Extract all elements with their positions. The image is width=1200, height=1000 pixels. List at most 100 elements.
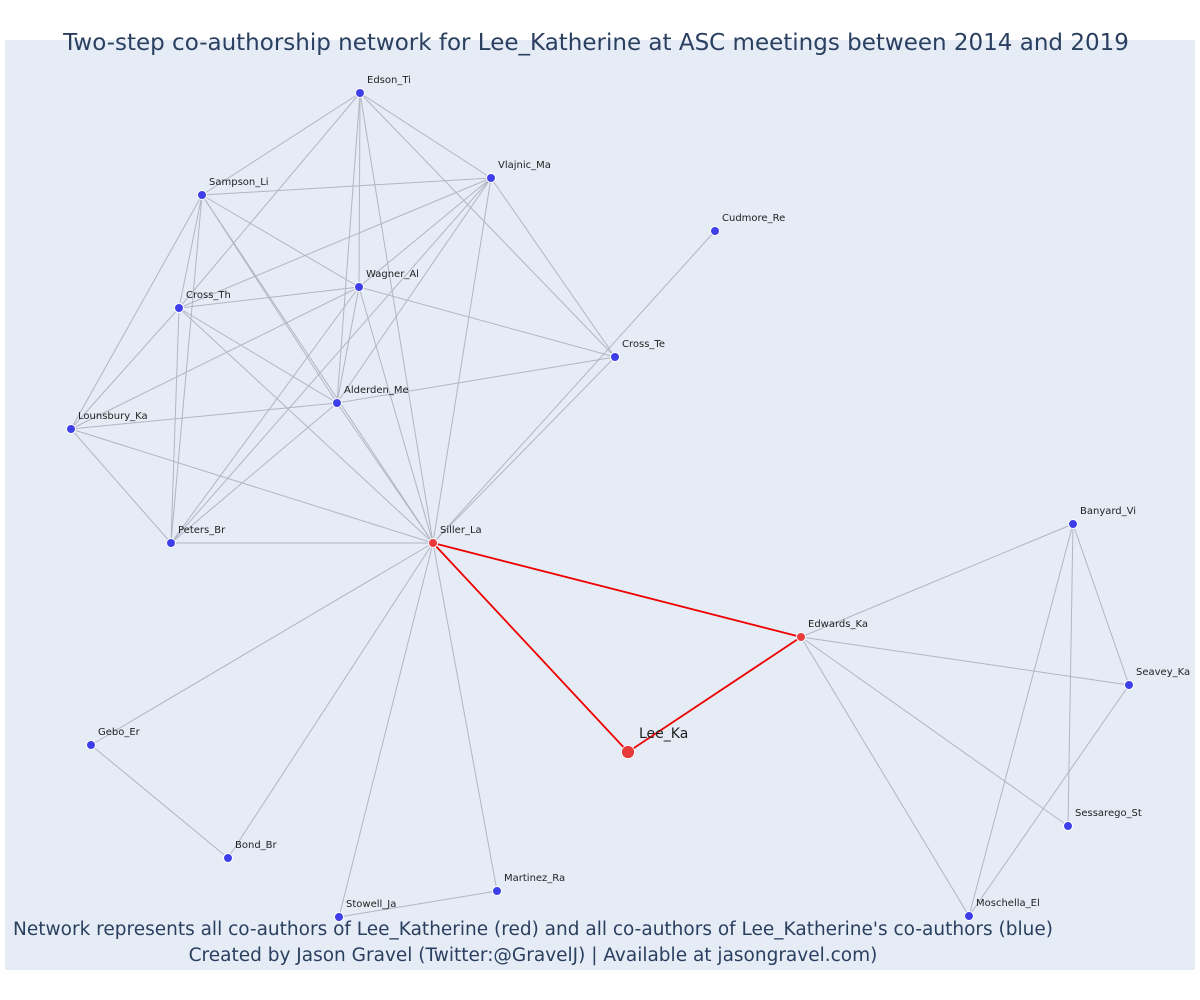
edge-Seavey_Ka-Moschella_El: [968, 684, 1130, 917]
edge-Wagner_Al-Alderden_Me: [336, 286, 360, 404]
edge-Edwards_Ka-Sessarego_St: [800, 636, 1069, 827]
edge-Edson_Ti-Wagner_Al: [358, 92, 361, 288]
edge-Banyard_Vi-Sessarego_St: [1067, 523, 1074, 827]
edge-Edwards_Ka-Moschella_El: [800, 636, 970, 917]
edge-Wagner_Al-Peters_Br: [170, 286, 360, 544]
node-layer: [66, 88, 1134, 922]
footer-line-credit: Created by Jason Gravel (Twitter:@Gravel…: [188, 945, 878, 966]
edge-Wagner_Al-Lounsbury_Ka: [70, 286, 360, 430]
node-label-Edson_Ti: Edson_Ti: [367, 75, 411, 86]
edge-Edwards_Ka-Seavey_Ka: [800, 636, 1130, 686]
edge-Vlajnic_Ma-Siller_La: [432, 177, 492, 544]
edge-Siller_La-Stowell_Ja: [338, 542, 434, 918]
node-label-Lounsbury_Ka: Lounsbury_Ka: [78, 411, 148, 422]
node-Seavey_Ka[interactable]: [1124, 680, 1134, 690]
node-label-Sampson_Li: Sampson_Li: [209, 177, 269, 188]
edge-Siller_La-Cross_Te: [432, 356, 616, 544]
edge-Alderden_Me-Cross_Te: [336, 356, 616, 404]
edge-Sampson_Li-Lounsbury_Ka: [70, 194, 203, 430]
edge-Edson_Ti-Alderden_Me: [336, 92, 361, 404]
node-Sessarego_St[interactable]: [1063, 821, 1073, 831]
edge-Siller_La-Cudmore_Re: [432, 230, 716, 544]
edge-Edson_Ti-Cross_Th: [178, 92, 361, 309]
node-label-Seavey_Ka: Seavey_Ka: [1136, 667, 1190, 678]
edge-layer: [70, 92, 1130, 918]
node-label-Alderden_Me: Alderden_Me: [344, 385, 409, 396]
edge-Edson_Ti-Siller_La: [359, 92, 434, 544]
node-label-Vlajnic_Ma: Vlajnic_Ma: [498, 160, 551, 171]
edge-Vlajnic_Ma-Cross_Te: [490, 177, 616, 358]
footer-caption: Network represents all co-authors of Lee…: [0, 917, 1066, 969]
edge-Lee_Ka-Edwards_Ka: [627, 636, 802, 753]
node-Stowell_Ja[interactable]: [334, 912, 344, 922]
node-label-Cudmore_Re: Cudmore_Re: [722, 213, 785, 224]
edge-Edson_Ti-Vlajnic_Ma: [359, 92, 492, 179]
node-label-Stowell_Ja: Stowell_Ja: [346, 899, 396, 910]
edge-Wagner_Al-Siller_La: [358, 286, 434, 544]
node-Cross_Te[interactable]: [610, 352, 620, 362]
edge-Vlajnic_Ma-Alderden_Me: [336, 177, 492, 404]
edge-Lounsbury_Ka-Peters_Br: [70, 428, 172, 544]
node-Wagner_Al[interactable]: [354, 282, 364, 292]
edge-Siller_La-Gebo_Er: [90, 542, 434, 746]
edge-Banyard_Vi-Seavey_Ka: [1072, 523, 1130, 686]
node-Cross_Th[interactable]: [174, 303, 184, 313]
edge-Alderden_Me-Siller_La: [336, 402, 434, 544]
edge-Lee_Ka-Siller_La: [432, 542, 629, 753]
edge-Cross_Th-Lounsbury_Ka: [70, 307, 180, 430]
edge-Wagner_Al-Cross_Te: [358, 286, 616, 358]
node-label-Martinez_Ra: Martinez_Ra: [504, 873, 565, 884]
edge-Sampson_Li-Cross_Th: [178, 194, 203, 309]
node-Martinez_Ra[interactable]: [492, 886, 502, 896]
node-label-Edwards_Ka: Edwards_Ka: [808, 619, 868, 630]
node-Bond_Br[interactable]: [223, 853, 233, 863]
edge-Vlajnic_Ma-Wagner_Al: [358, 177, 492, 288]
node-label-Wagner_Al: Wagner_Al: [366, 269, 419, 280]
node-Siller_La[interactable]: [428, 538, 438, 548]
node-Lounsbury_Ka[interactable]: [66, 424, 76, 434]
node-Sampson_Li[interactable]: [197, 190, 207, 200]
edge-Vlajnic_Ma-Cross_Th: [178, 177, 492, 309]
node-Edwards_Ka[interactable]: [796, 632, 806, 642]
node-Banyard_Vi[interactable]: [1068, 519, 1078, 529]
node-label-Banyard_Vi: Banyard_Vi: [1080, 506, 1136, 517]
edge-Edson_Ti-Sampson_Li: [201, 92, 361, 196]
node-label-Cross_Th: Cross_Th: [186, 290, 231, 301]
node-Lee_Ka[interactable]: [621, 745, 635, 759]
edge-Alderden_Me-Lounsbury_Ka: [70, 402, 338, 430]
edge-Siller_La-Bond_Br: [227, 542, 434, 859]
chart-title: Two-step co-authorship network for Lee_K…: [63, 30, 1129, 56]
edge-Sampson_Li-Peters_Br: [170, 194, 203, 544]
node-label-Gebo_Er: Gebo_Er: [98, 727, 141, 738]
edge-Siller_La-Edwards_Ka: [432, 542, 802, 638]
node-Alderden_Me[interactable]: [332, 398, 342, 408]
edge-Cross_Th-Wagner_Al: [178, 286, 360, 309]
node-Cudmore_Re[interactable]: [710, 226, 720, 236]
edge-Edson_Ti-Cross_Te: [359, 92, 616, 358]
edge-Edwards_Ka-Banyard_Vi: [800, 523, 1074, 638]
edge-Vlajnic_Ma-Sampson_Li: [201, 177, 492, 196]
node-label-Bond_Br: Bond_Br: [235, 840, 278, 851]
node-label-Cross_Te: Cross_Te: [622, 339, 665, 350]
edge-Lounsbury_Ka-Siller_La: [70, 428, 434, 544]
node-label-Lee_Ka: Lee_Ka: [639, 726, 688, 742]
node-Moschella_El[interactable]: [964, 911, 974, 921]
node-Edson_Ti[interactable]: [355, 88, 365, 98]
edge-Banyard_Vi-Moschella_El: [968, 523, 1074, 917]
edge-Stowell_Ja-Martinez_Ra: [338, 890, 498, 918]
node-Gebo_Er[interactable]: [86, 740, 96, 750]
node-label-Siller_La: Siller_La: [440, 525, 482, 536]
node-Vlajnic_Ma[interactable]: [486, 173, 496, 183]
edge-Siller_La-Martinez_Ra: [432, 542, 498, 892]
edge-Alderden_Me-Peters_Br: [170, 402, 338, 544]
edge-Sampson_Li-Siller_La: [201, 194, 434, 544]
node-label-Sessarego_St: Sessarego_St: [1075, 808, 1142, 819]
edge-Cross_Th-Alderden_Me: [178, 307, 338, 404]
edge-Vlajnic_Ma-Peters_Br: [170, 177, 492, 544]
edge-Cross_Th-Siller_La: [178, 307, 434, 544]
node-Peters_Br[interactable]: [166, 538, 176, 548]
footer-line-description: Network represents all co-authors of Lee…: [13, 919, 1053, 940]
edge-Sampson_Li-Wagner_Al: [201, 194, 360, 288]
